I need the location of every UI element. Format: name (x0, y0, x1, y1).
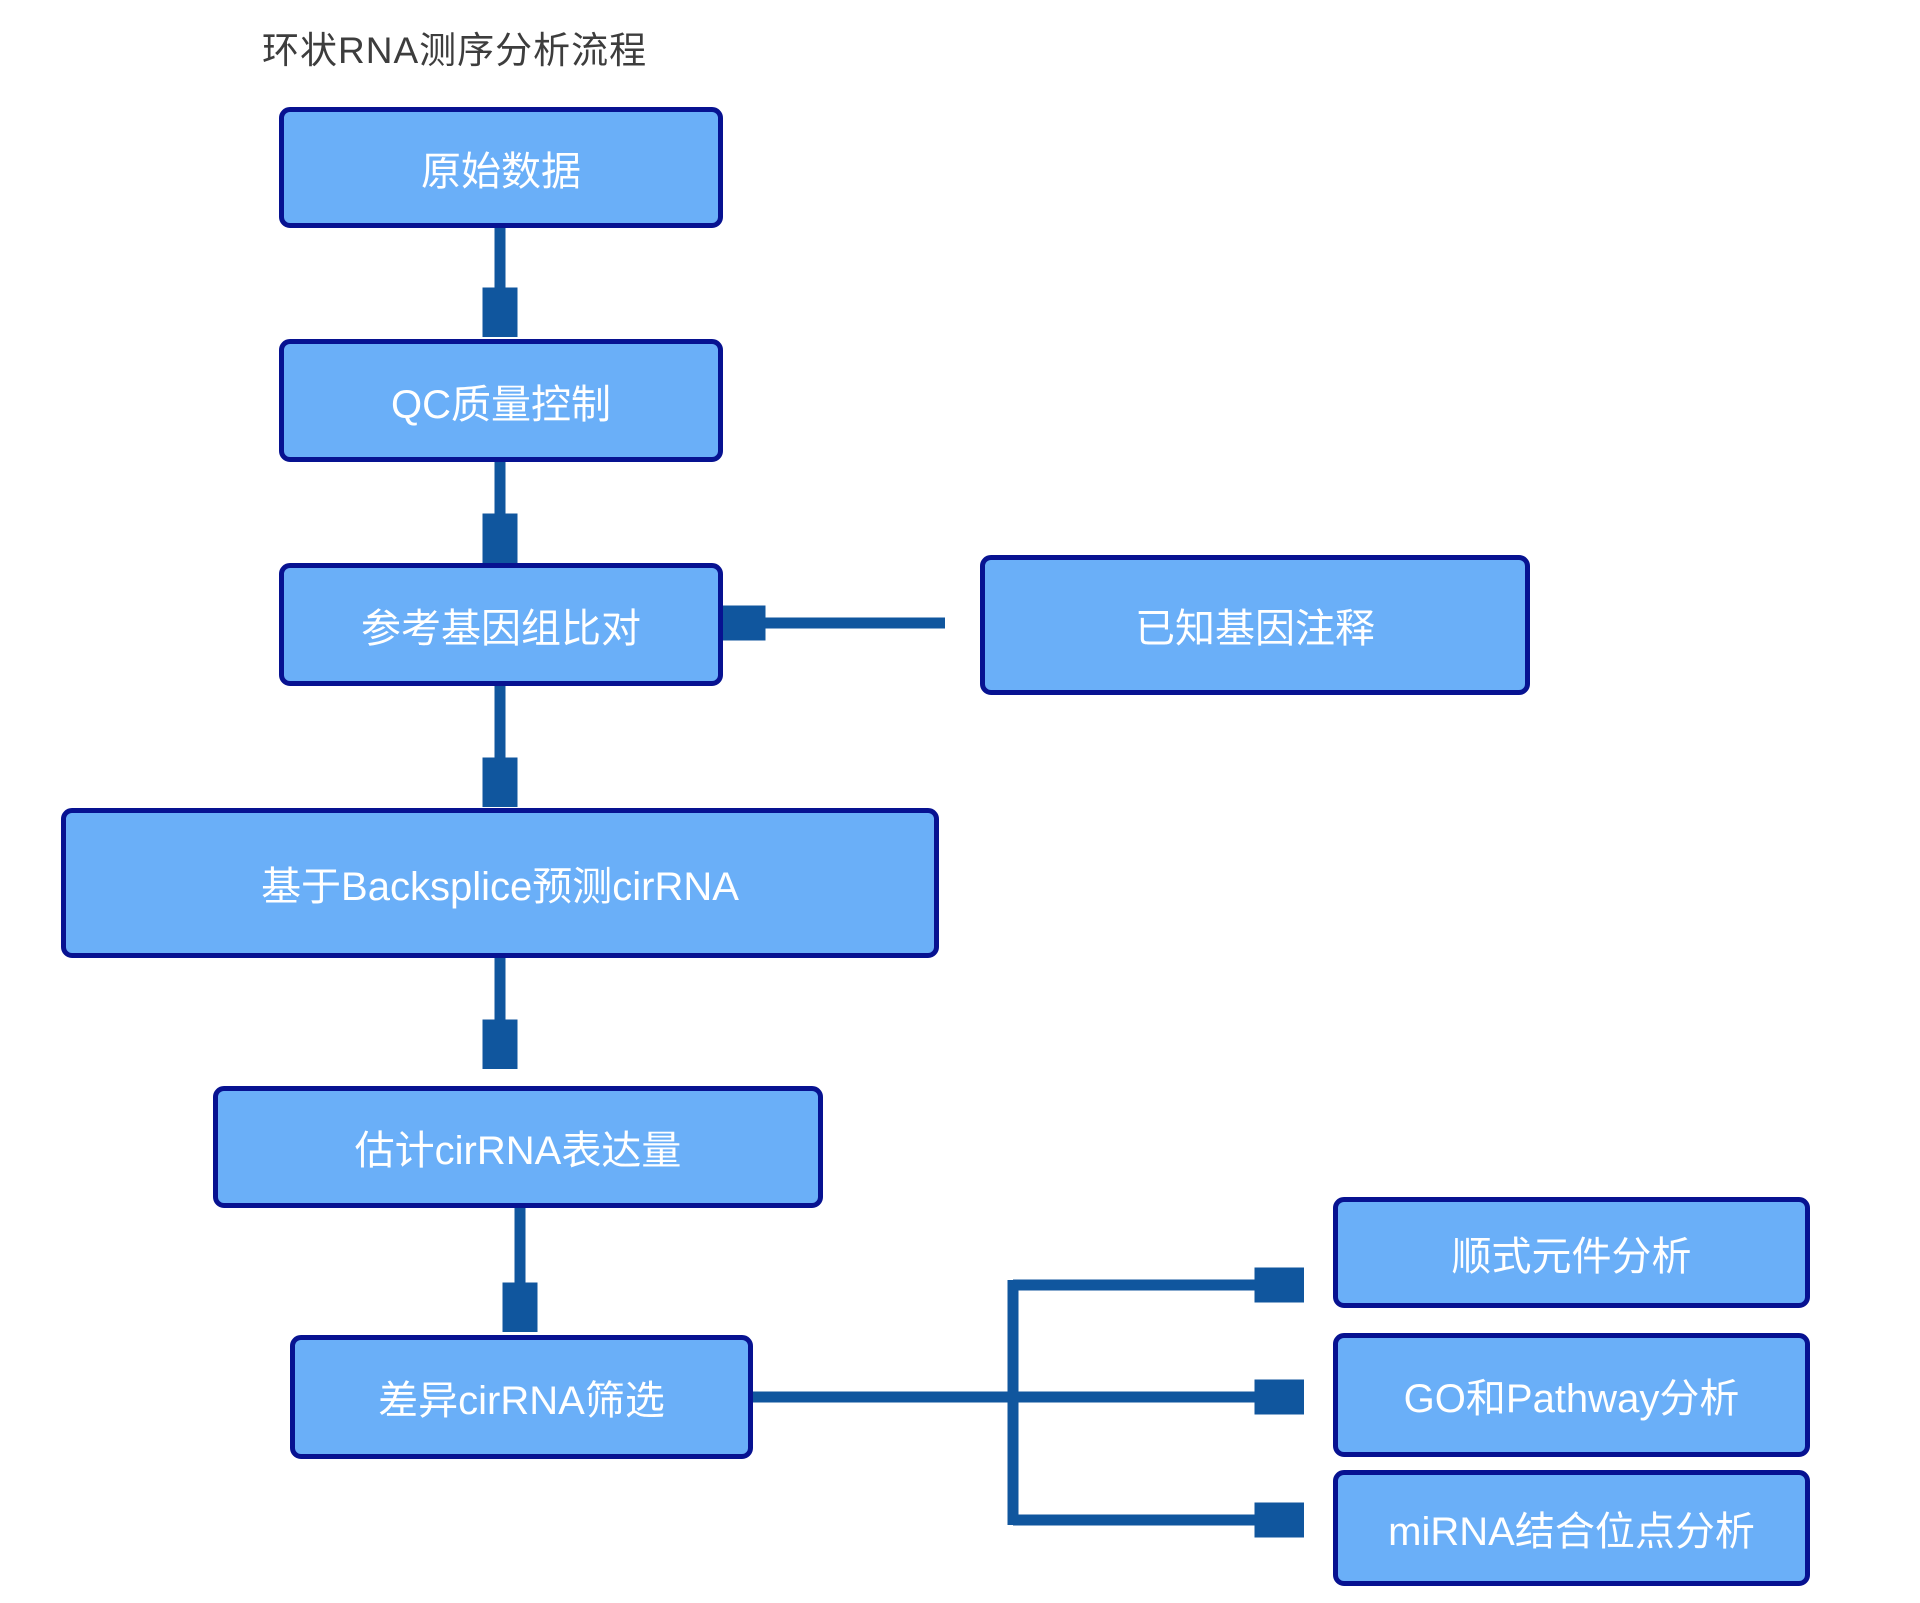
node-backsplice: 基于Backsplice预测cirRNA (61, 808, 939, 958)
flowchart-title: 环状RNA测序分析流程 (262, 30, 648, 71)
node-mirna-sites: miRNA结合位点分析 (1333, 1470, 1810, 1586)
node-genome-align: 参考基因组比对 (279, 563, 723, 686)
node-go-pathway: GO和Pathway分析 (1333, 1333, 1810, 1457)
node-qc: QC质量控制 (279, 339, 723, 462)
node-expression: 估计cirRNA表达量 (213, 1086, 823, 1208)
node-diff-screen: 差异cirRNA筛选 (290, 1335, 753, 1459)
node-gene-annotation: 已知基因注释 (980, 555, 1530, 695)
node-raw-data: 原始数据 (279, 107, 723, 228)
node-cis-element: 顺式元件分析 (1333, 1197, 1810, 1308)
